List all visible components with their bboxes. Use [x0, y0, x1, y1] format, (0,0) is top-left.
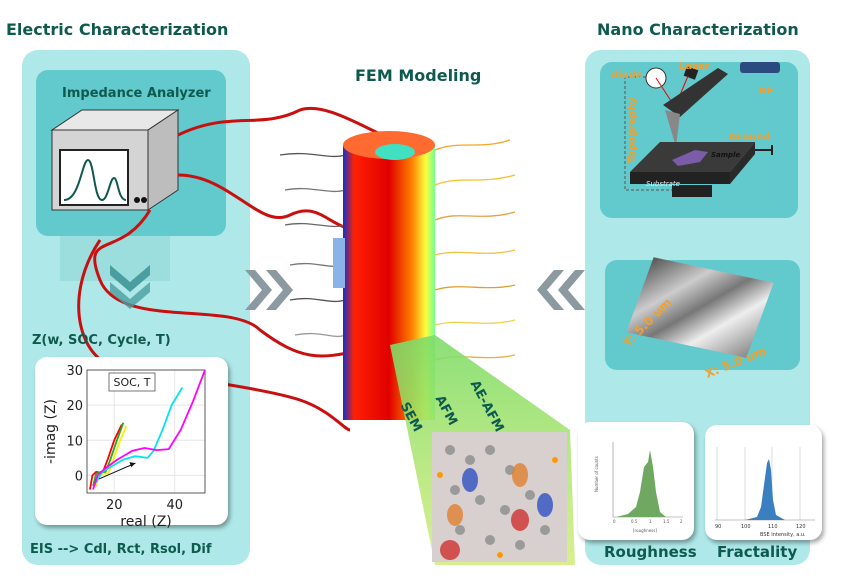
roughness-xtick: 1.5 [663, 519, 670, 524]
eis-outputs: EIS --> Cdl, Rct, Rsol, Dif [30, 542, 212, 557]
series-line-cyan [95, 387, 184, 483]
fractality-xtick: 110 [768, 524, 778, 530]
roughness-xlabel: [roughness] [633, 528, 657, 533]
impedance-analyzer-label: Impedance Analyzer [62, 86, 211, 101]
rf-source-icon [740, 62, 780, 73]
roughness-xtick: 0 [613, 519, 616, 524]
y-axis-label: -imag (Z) [43, 399, 59, 464]
ground-icon [755, 145, 773, 155]
x-axis-label: real (Z) [120, 514, 172, 530]
roughness-xtick: 2 [680, 519, 683, 524]
fractality-histogram: 90 100 110 120 BSE Intensity, a.u. [715, 447, 815, 538]
fem-field-lines [279, 139, 516, 361]
chevron-left-icon [537, 270, 585, 310]
y-tick-label: 0 [75, 469, 83, 484]
roughness-xtick: 1 [649, 519, 652, 524]
legend-text: SOC, T [113, 376, 150, 389]
chevron-down-icon [110, 265, 150, 309]
fractality-xtick: 120 [796, 524, 806, 530]
y-tick-label: 10 [66, 434, 83, 449]
x-tick-label: 20 [106, 498, 123, 513]
afm-label-substrate: Substrate [646, 180, 680, 188]
roughness-bars [616, 450, 666, 517]
legend-box [108, 372, 156, 392]
sample-icon [672, 150, 708, 166]
cables [77, 106, 411, 432]
impedance-analyzer-device [50, 109, 180, 211]
afm-label-ground: Ground [729, 132, 771, 143]
fractality-histogram-card [705, 425, 822, 540]
afm-label-rf: RF [759, 86, 774, 97]
chevron-right-icon [245, 270, 293, 310]
series-line-magenta [92, 369, 206, 490]
electric-characterization-title: Electric Characterization [6, 20, 229, 39]
fractality-xtick: 90 [715, 524, 721, 530]
afm-tip [665, 110, 680, 147]
roughness-xtick: 0.5 [631, 519, 638, 524]
plot-axes [86, 369, 206, 494]
fractality-xtick: 100 [741, 524, 751, 530]
cantilever [663, 68, 728, 117]
series-line-green [92, 422, 125, 487]
fem-modeling-title: FEM Modeling [355, 66, 482, 85]
fractality-bars [745, 459, 785, 520]
y-tick-label: 20 [66, 399, 83, 414]
fractality-xlabel: BSE Intensity, a.u. [760, 532, 806, 538]
afm-label-topography: Topography [627, 96, 638, 163]
roughness-label: Roughness [604, 543, 697, 561]
roughness-ylabel: Number of counts [594, 456, 599, 492]
roughness-histogram: [roughness] Number of counts 0 0.5 1 1.5… [594, 442, 683, 533]
afm-label-sample: Sample [711, 151, 741, 159]
impedance-parameters: Z(w, SOC, Cycle, T) [32, 333, 171, 348]
x-tick-label: 40 [166, 498, 183, 513]
roughness-histogram-card [578, 422, 694, 540]
afm-label-laser: Laser [679, 61, 710, 72]
trend-arrowhead [129, 462, 136, 468]
afm-label-diode: diode [611, 70, 643, 81]
y-tick-label: 30 [66, 364, 83, 379]
nano-characterization-title: Nano Characterization [597, 20, 799, 39]
trend-arrow [98, 462, 136, 480]
afm-schematic [624, 62, 780, 197]
fractality-label: Fractality [717, 543, 798, 561]
graphene-lattice [437, 445, 558, 560]
